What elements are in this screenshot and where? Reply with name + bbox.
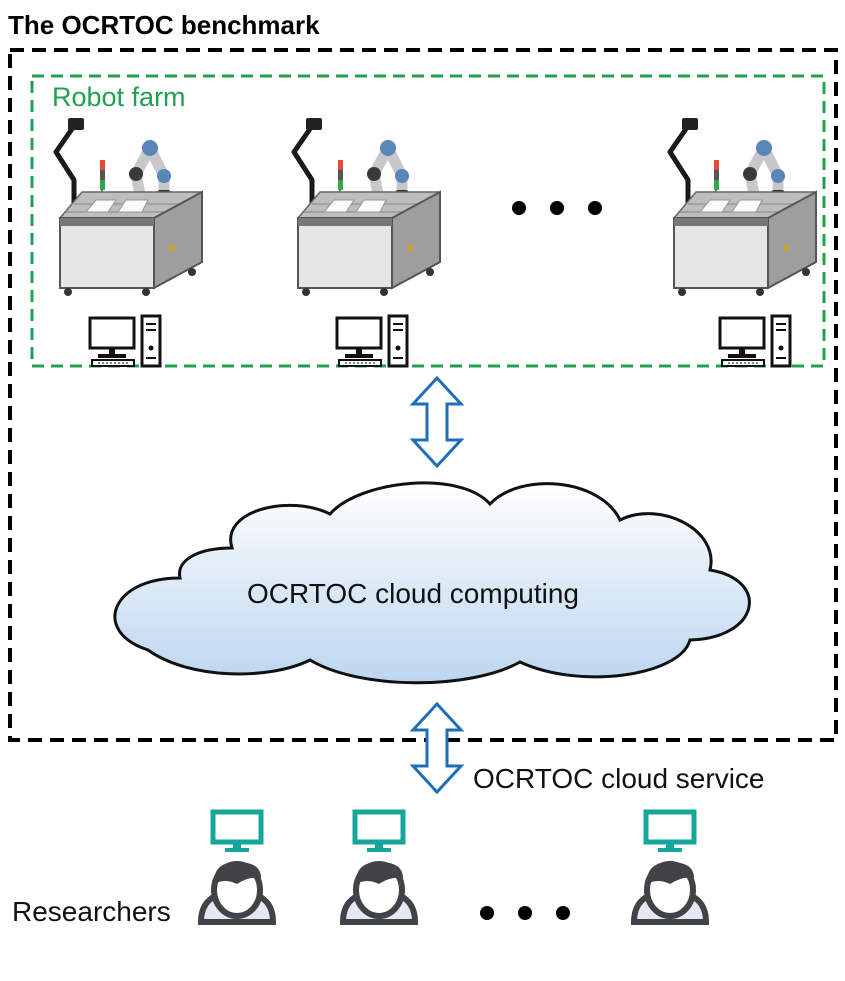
desktop-computer-icon <box>718 314 792 368</box>
desktop-computer-icon <box>88 314 162 368</box>
cloud-computing-label: OCRTOC cloud computing <box>247 578 579 609</box>
diagram-title: The OCRTOC benchmark <box>8 10 320 40</box>
researchers-label: Researchers <box>12 896 171 927</box>
robot-station-2 <box>294 118 440 368</box>
researcher-1 <box>201 812 273 922</box>
researcher-3 <box>634 812 706 922</box>
benchmark-border <box>8 48 838 742</box>
researcher-ellipsis <box>480 906 570 920</box>
robot-ellipsis <box>512 201 602 215</box>
robot-farm-label: Robot farm <box>52 82 186 112</box>
robot-station-1 <box>56 118 202 368</box>
researcher-2 <box>343 812 415 922</box>
robot-workstation-icon <box>56 118 202 296</box>
robot-farm-border <box>30 74 826 368</box>
cloud-service-label: OCRTOC cloud service <box>473 763 765 794</box>
cloud-shape <box>113 481 751 685</box>
farm-cloud-arrow <box>411 376 463 468</box>
robot-workstation-icon <box>294 118 440 296</box>
cloud-service-arrow <box>411 702 463 794</box>
desktop-computer-icon <box>335 314 409 368</box>
robot-station-3 <box>670 118 816 368</box>
robot-workstation-icon <box>670 118 816 296</box>
